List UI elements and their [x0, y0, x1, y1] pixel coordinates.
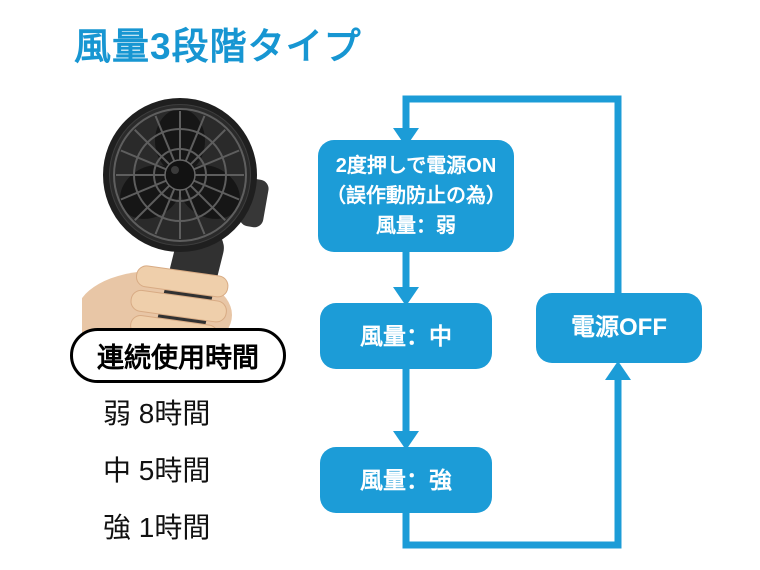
page-title: 風量3段階タイプ [74, 26, 362, 67]
arrow-high-to-off [402, 377, 622, 549]
flow-step-power-on-line3: 風量：弱 [376, 215, 456, 237]
usage-item-high: 強 1時間 [103, 512, 211, 543]
flow-step-wind-high: 風量：強 [320, 447, 492, 513]
arrowhead-into-start [393, 128, 419, 147]
flow-step-power-on: 2度押しで電源ON （誤作動防止の為） 風量：弱 [318, 140, 514, 252]
arrowhead-into-mid [393, 287, 419, 306]
usage-item-mid: 中 5時間 [103, 455, 211, 486]
usage-time-label: 連続使用時間 [70, 328, 286, 383]
flow-step-wind-medium: 風量：中 [320, 303, 492, 369]
arrow-return-loop [402, 95, 622, 296]
fan-head [103, 98, 257, 252]
usage-item-low: 弱 8時間 [103, 398, 211, 429]
arrowhead-into-high [393, 431, 419, 450]
arrowhead-into-off [605, 361, 631, 380]
flow-step-power-on-line1: 2度押しで電源ON [335, 155, 497, 177]
usage-list: 弱 8時間 中 5時間 強 1時間 [103, 392, 210, 563]
flow-step-power-off: 電源OFF [536, 293, 702, 363]
flow-step-power-on-line2: （誤作動防止の為） [326, 185, 506, 207]
handheld-fan-image [82, 98, 269, 348]
